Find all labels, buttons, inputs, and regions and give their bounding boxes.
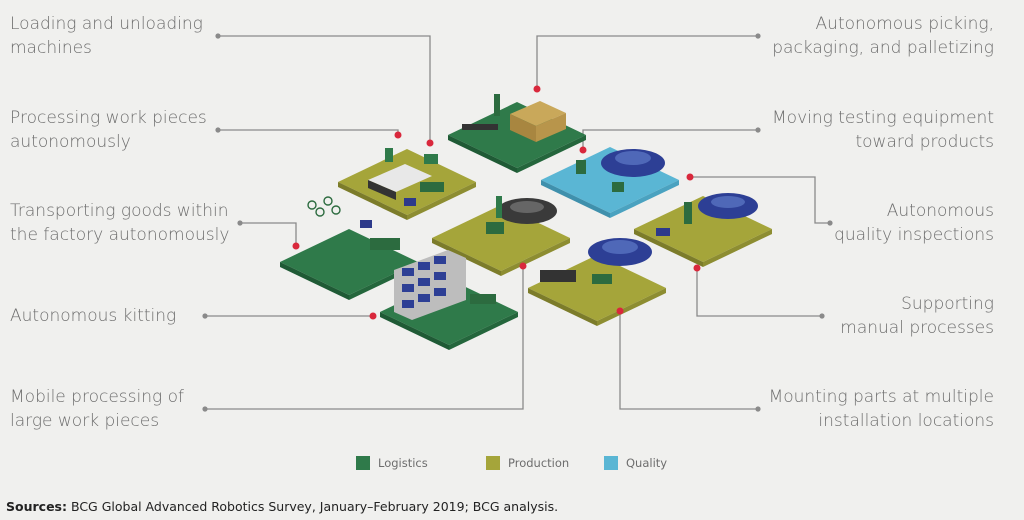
connector-mobile <box>205 266 524 410</box>
legend-swatch <box>486 456 500 470</box>
label-loading: Loading and unloading machines <box>10 14 203 58</box>
label-mobile: Mobile processing of large work pieces <box>10 387 184 431</box>
connector-picking <box>536 35 758 89</box>
connector-inspection <box>690 176 830 224</box>
tile-loading <box>338 148 476 220</box>
sources-footer: Sources: BCG Global Advanced Robotics Su… <box>6 499 558 514</box>
label-mounting: Mounting parts at multiple installation … <box>768 387 994 431</box>
label-kitting: Autonomous kitting <box>10 306 177 326</box>
legend-label: Logistics <box>378 456 428 470</box>
label-testing: Moving testing equipment toward products <box>772 108 994 152</box>
legend: Logistics Production Quality <box>356 456 667 470</box>
tile-testing <box>541 147 679 218</box>
tile-mounting <box>528 238 666 326</box>
tile-kitting <box>380 250 518 350</box>
connector-testing <box>582 129 758 150</box>
legend-label: Quality <box>626 456 668 470</box>
legend-swatch <box>356 456 370 470</box>
legend-item-production: Production <box>486 456 604 470</box>
connector-loading <box>218 35 431 143</box>
legend-item-logistics: Logistics <box>356 456 486 470</box>
anchor-dots <box>292 85 701 320</box>
connector-supporting <box>696 268 822 317</box>
label-inspection: Autonomous quality inspections <box>834 201 994 245</box>
connector-processing <box>218 129 399 135</box>
label-picking: Autonomous picking, packaging, and palle… <box>772 14 994 58</box>
legend-label: Production <box>508 456 570 470</box>
sources-label: Sources: <box>6 499 67 514</box>
connector-transporting <box>240 222 297 246</box>
legend-swatch <box>604 456 618 470</box>
label-processing: Processing work pieces autonomously <box>10 108 207 152</box>
tile-picking <box>448 94 586 173</box>
sources-text: BCG Global Advanced Robotics Survey, Jan… <box>66 499 559 514</box>
tile-inspection <box>634 193 772 267</box>
connector-mounting <box>619 311 758 410</box>
label-supporting: Supporting manual processes <box>840 294 994 338</box>
tile-processing <box>432 196 570 276</box>
connector-lines <box>205 35 830 410</box>
legend-item-quality: Quality <box>604 456 667 470</box>
connector-endpoints <box>202 33 833 412</box>
label-transporting: Transporting goods within the factory au… <box>10 201 230 245</box>
